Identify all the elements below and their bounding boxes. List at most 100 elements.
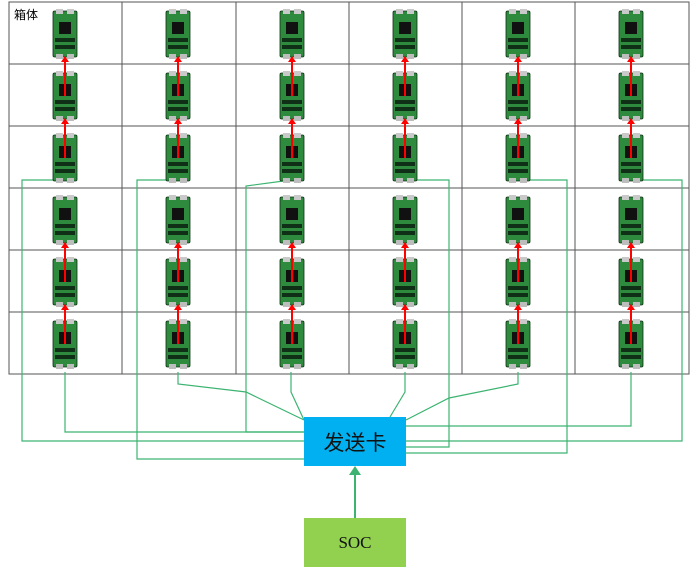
receiver-card-icon[interactable] (505, 319, 531, 369)
port-connector (396, 240, 403, 245)
port-connector (622, 9, 629, 14)
receiver-card-icon[interactable] (165, 9, 191, 59)
red-arrow-icon (174, 118, 182, 158)
port-connector (294, 257, 301, 262)
arrow-head (61, 118, 69, 124)
port-connector (407, 9, 414, 14)
port-connector (169, 54, 176, 59)
pin-header (55, 38, 75, 42)
receiver-card-icon[interactable] (279, 9, 305, 59)
port-connector (56, 71, 63, 76)
soc-box[interactable]: SOC (304, 518, 406, 567)
pin-header (282, 38, 302, 42)
red-arrow-icon (514, 118, 522, 158)
port-connector (169, 364, 176, 369)
pin-header (395, 348, 415, 352)
port-connector (283, 71, 290, 76)
pin-header (168, 286, 188, 290)
pin-header (395, 169, 415, 173)
pin-header (168, 355, 188, 359)
sender-card[interactable]: 发送卡 (304, 417, 406, 466)
port-connector (294, 116, 301, 121)
port-connector (509, 240, 516, 245)
pin-header (508, 45, 528, 49)
pin-header (621, 107, 641, 111)
receiver-card-icon[interactable] (392, 9, 418, 59)
pin-header (282, 107, 302, 111)
port-connector (622, 178, 629, 183)
red-arrow-icon (627, 304, 635, 344)
pin-header (395, 224, 415, 228)
port-connector (294, 302, 301, 307)
receiver-card-layer (52, 9, 644, 369)
receiver-card-icon[interactable] (618, 195, 644, 245)
port-connector (294, 71, 301, 76)
receiver-card-icon[interactable] (505, 195, 531, 245)
receiver-card-icon[interactable] (52, 195, 78, 245)
chip (286, 22, 298, 34)
port-connector (633, 302, 640, 307)
network-cable (406, 179, 683, 442)
port-connector (67, 195, 74, 200)
arrow-head (627, 118, 635, 124)
network-cable (177, 372, 305, 421)
pin-header (395, 286, 415, 290)
port-connector (396, 195, 403, 200)
port-connector (283, 195, 290, 200)
port-connector (56, 133, 63, 138)
port-connector (67, 302, 74, 307)
red-arrow-icon (288, 242, 296, 282)
red-arrow-icon (514, 242, 522, 282)
receiver-card-icon[interactable] (165, 195, 191, 245)
port-connector (180, 178, 187, 183)
port-connector (294, 133, 301, 138)
red-arrow-icon (174, 242, 182, 282)
red-arrow-icon (401, 304, 409, 344)
chip (59, 22, 71, 34)
red-arrow-icon (61, 242, 69, 282)
arrow-head (401, 118, 409, 124)
receiver-card-icon[interactable] (52, 9, 78, 59)
pin-header (395, 38, 415, 42)
receiver-card-icon[interactable] (279, 71, 305, 121)
pin-header (282, 100, 302, 104)
port-connector (56, 364, 63, 369)
receiver-card-icon[interactable] (618, 9, 644, 59)
red-arrow-icon (627, 242, 635, 282)
port-connector (509, 71, 516, 76)
pin-header (508, 169, 528, 173)
port-connector (67, 133, 74, 138)
pin-header (282, 293, 302, 297)
port-connector (509, 302, 516, 307)
receiver-card-icon[interactable] (505, 9, 531, 59)
pin-header (282, 45, 302, 49)
pin-header (621, 355, 641, 359)
port-connector (633, 133, 640, 138)
receiver-card-icon[interactable] (392, 195, 418, 245)
chip (625, 208, 637, 220)
port-connector (56, 302, 63, 307)
network-cable (406, 372, 632, 427)
port-connector (520, 302, 527, 307)
port-connector (56, 116, 63, 121)
port-connector (520, 319, 527, 324)
red-arrow-icon (288, 118, 296, 158)
chip (399, 22, 411, 34)
receiver-card-icon[interactable] (279, 195, 305, 245)
red-arrow-icon (174, 56, 182, 96)
port-connector (180, 302, 187, 307)
port-connector (67, 240, 74, 245)
network-cable (64, 372, 304, 433)
pin-header (395, 100, 415, 104)
port-connector (520, 71, 527, 76)
network-cable (406, 179, 568, 454)
soc-label: SOC (338, 532, 372, 552)
port-connector (407, 133, 414, 138)
pin-header (55, 100, 75, 104)
pin-header (55, 348, 75, 352)
pin-header (282, 355, 302, 359)
port-connector (56, 195, 63, 200)
port-connector (509, 178, 516, 183)
port-connector (520, 240, 527, 245)
